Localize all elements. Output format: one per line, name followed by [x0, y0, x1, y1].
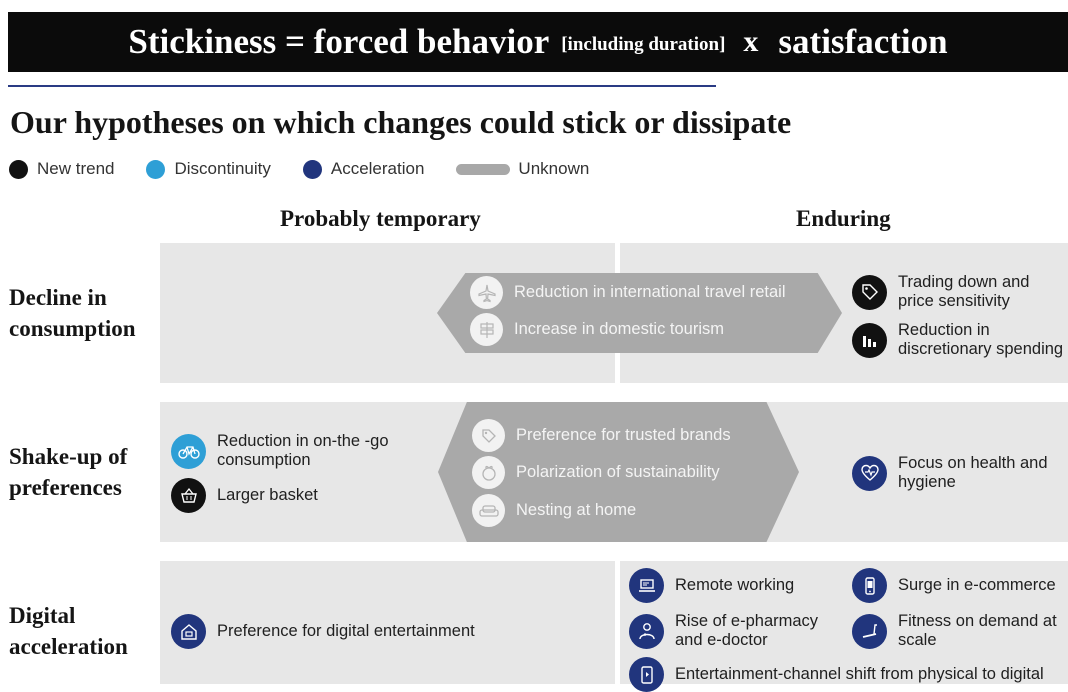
- airplane-icon: [470, 276, 503, 309]
- row-label-line: acceleration: [9, 634, 128, 659]
- item-label: Nesting at home: [516, 501, 637, 519]
- list-item: Focus on health and hygiene: [852, 454, 1068, 492]
- list-item: Preference for trusted brands: [472, 419, 731, 452]
- row-label-line: consumption: [9, 316, 136, 341]
- legend: New trend Discontinuity Acceleration Unk…: [9, 158, 621, 180]
- signpost-icon: [470, 313, 503, 346]
- item-label: Reduction in international travel retail: [514, 283, 786, 301]
- column-heading-enduring: Enduring: [796, 206, 891, 231]
- item-label: Reduction in on-the -go consumption: [217, 432, 389, 469]
- item-label: Trading down and price sensitivity: [898, 273, 1030, 310]
- bar-chart-down-icon: [852, 322, 887, 358]
- bicycle-icon: [171, 433, 206, 469]
- banner-note: [including duration]: [561, 34, 726, 55]
- row-label-decline: Decline in consumption: [9, 282, 136, 344]
- basket-icon: [171, 478, 206, 513]
- list-item: Surge in e-commerce: [852, 568, 1056, 603]
- row-label-shakeup: Shake-up of preferences: [9, 441, 127, 503]
- banner-lhs: Stickiness = forced behavior: [128, 22, 550, 61]
- row-label-line: preferences: [9, 475, 122, 500]
- legend-label: New trend: [37, 159, 115, 178]
- discontinuity-dot-icon: [146, 159, 166, 179]
- list-item: Reduction in international travel retail: [470, 276, 786, 309]
- doctor-icon: [629, 613, 664, 649]
- stickiness-banner: Stickiness = forced behavior [including …: [8, 12, 1068, 72]
- item-label: Focus on health and hygiene: [898, 454, 1048, 491]
- heart-icon: [852, 455, 887, 491]
- row-label-line: Decline in: [9, 285, 107, 310]
- list-item: Rise of e-pharmacy and e-doctor: [629, 612, 849, 650]
- list-item: Preference for digital entertainment: [171, 614, 475, 649]
- item-label: Polarization of sustainability: [516, 463, 720, 481]
- panel-digital-temporary: [160, 561, 615, 684]
- list-item: Polarization of sustainability: [472, 456, 720, 489]
- legend-discontinuity: Discontinuity: [146, 159, 271, 179]
- banner-operator: x: [743, 25, 759, 58]
- list-item: Trading down and price sensitivity: [852, 273, 1068, 311]
- smartphone-icon: [852, 568, 887, 603]
- list-item: Reduction in discretionary spending: [852, 321, 1068, 359]
- price-tag-icon: [852, 274, 887, 310]
- list-item: Entertainment-channel shift from physica…: [629, 657, 1044, 692]
- item-label: Surge in e-commerce: [898, 576, 1056, 594]
- list-item: Fitness on demand at scale: [852, 612, 1057, 650]
- sofa-icon: [472, 494, 505, 527]
- legend-label: Acceleration: [330, 159, 425, 178]
- banner-rhs: satisfaction: [778, 22, 948, 61]
- list-item: Remote working: [629, 568, 794, 603]
- item-label: Entertainment-channel shift from physica…: [675, 665, 1044, 683]
- leaf-icon: [472, 456, 505, 489]
- row-label-digital: Digital acceleration: [9, 600, 128, 662]
- item-label: Preference for digital entertainment: [217, 622, 475, 640]
- divider-rule: [8, 85, 716, 87]
- row-label-line: Shake-up of: [9, 444, 128, 469]
- list-item: Increase in domestic tourism: [470, 313, 724, 346]
- acceleration-dot-icon: [302, 159, 322, 179]
- item-label: Remote working: [675, 576, 795, 594]
- item-label: Larger basket: [217, 486, 318, 504]
- unknown-pill-icon: [456, 163, 511, 175]
- list-item: Larger basket: [171, 478, 318, 513]
- column-heading-temporary: Probably temporary: [280, 206, 481, 231]
- legend-unknown: Unknown: [456, 159, 589, 179]
- tablet-icon: [629, 657, 664, 692]
- tv-icon: [171, 614, 206, 649]
- item-label: Fitness on demand at scale: [898, 612, 1057, 649]
- item-label: Reduction in discretionary spending: [898, 321, 1064, 358]
- legend-label: Unknown: [518, 159, 590, 178]
- panel-digital-enduring: [620, 561, 1068, 684]
- item-label: Rise of e-pharmacy and e-doctor: [675, 612, 819, 649]
- row-label-line: Digital: [9, 603, 76, 628]
- item-label: Preference for trusted brands: [516, 426, 731, 444]
- new-trend-dot-icon: [9, 159, 28, 179]
- list-item: Nesting at home: [472, 494, 636, 527]
- list-item: Reduction in on-the -go consumption: [171, 432, 411, 470]
- treadmill-icon: [852, 613, 887, 649]
- unknown-band-decline: [437, 273, 842, 353]
- legend-label: Discontinuity: [174, 159, 271, 178]
- legend-acceleration: Acceleration: [302, 159, 425, 179]
- page-title: Our hypotheses on which changes could st…: [10, 104, 792, 140]
- item-label: Increase in domestic tourism: [514, 320, 724, 338]
- legend-new-trend: New trend: [9, 159, 114, 179]
- tag-icon: [472, 419, 505, 452]
- laptop-icon: [629, 568, 664, 603]
